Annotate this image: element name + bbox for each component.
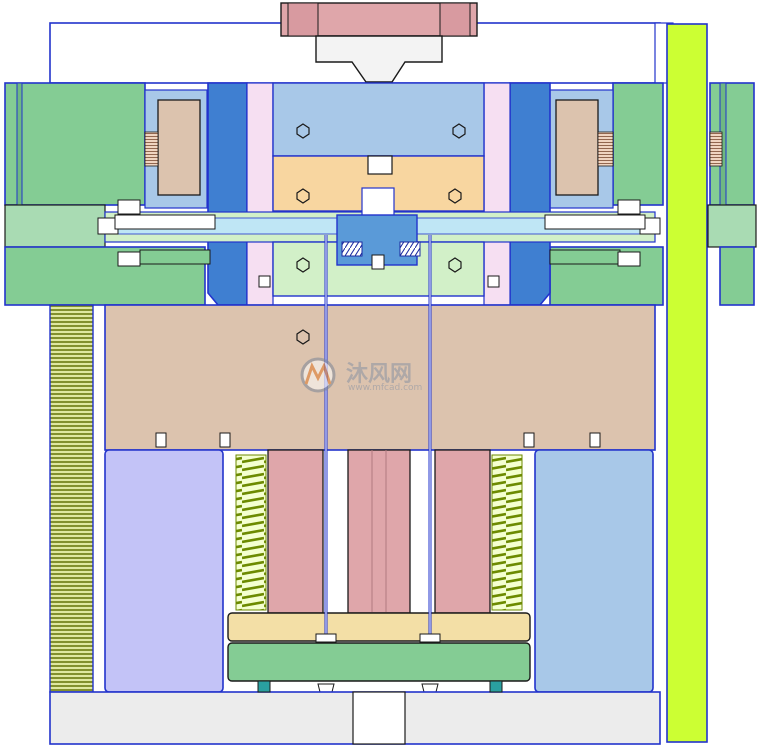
watermark-brand: 沐风网 <box>346 362 412 387</box>
right-slide-pin <box>544 199 646 267</box>
left-spacer-block <box>104 449 224 693</box>
left-guide-strip <box>246 82 274 306</box>
right-guide-square <box>487 275 500 288</box>
left-slide-pin <box>114 199 216 267</box>
right-return-spring <box>491 454 523 611</box>
center-support-pillar <box>347 449 411 614</box>
watermark-url: www.mfcad.com <box>348 383 422 393</box>
bottom-clamp-plate <box>49 680 661 745</box>
right-spacer-block <box>534 449 654 693</box>
locating-ring <box>280 2 478 37</box>
cavity-insert <box>272 82 485 157</box>
right-slide-insert <box>548 89 723 209</box>
sprue-puller-block <box>336 155 421 270</box>
support-plate <box>104 304 656 451</box>
left-guide-square <box>258 275 271 288</box>
watermark-logo-icon <box>300 357 336 393</box>
right-guide-strip <box>483 82 511 306</box>
knurled-rail <box>49 304 94 693</box>
ejector-plate <box>227 642 531 682</box>
left-return-spring <box>235 454 267 611</box>
left-support-pillar <box>267 449 324 614</box>
watermark: 沐风网 www.mfcad.com <box>300 357 422 393</box>
right-wedge-block <box>509 82 551 306</box>
right-support-pillar <box>434 449 491 614</box>
left-slide-insert <box>144 89 208 209</box>
ejector-retainer-plate <box>227 612 531 642</box>
lime-support-bar <box>666 23 708 743</box>
left-wedge-block <box>207 82 248 306</box>
